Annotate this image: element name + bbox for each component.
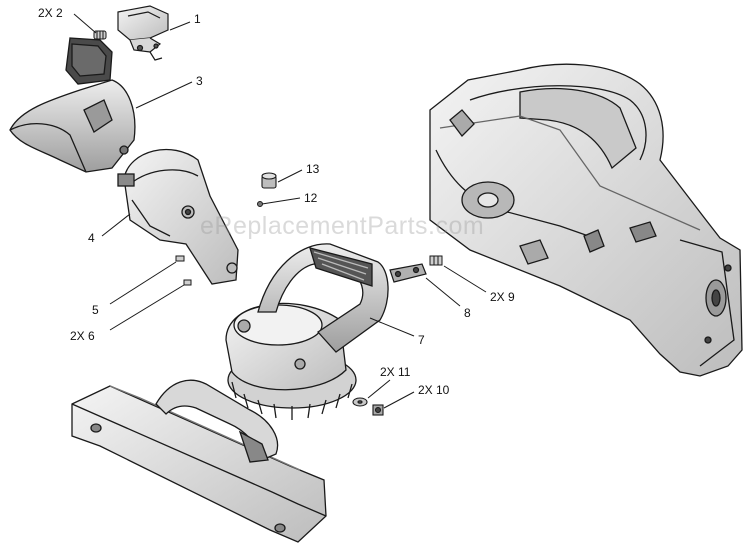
leader-10 (383, 391, 415, 409)
callout-11: 2X 11 (380, 365, 411, 379)
part-13-bushing (261, 172, 277, 189)
callout-13: 13 (306, 162, 320, 176)
callout-6: 2X 6 (70, 329, 95, 343)
leader-11 (367, 379, 391, 399)
part-2-spring (93, 30, 107, 40)
leader-13 (277, 169, 303, 183)
callout-10: 2X 10 (418, 383, 450, 397)
callout-12: 12 (304, 191, 318, 205)
part-1-chute-bracket (117, 5, 169, 61)
callout-8: 8 (464, 306, 471, 320)
callout-3: 3 (196, 74, 203, 88)
leader-4 (101, 213, 131, 237)
watermark-text: eReplacementParts.com (200, 212, 485, 240)
part-10-nut (372, 404, 384, 416)
part-11-washer (352, 397, 368, 407)
chute-mounting-bar (71, 379, 327, 543)
callout-5: 5 (92, 303, 99, 317)
callout-1: 1 (194, 12, 201, 26)
part-4-lower-chute (117, 148, 239, 285)
leader-9 (443, 265, 487, 293)
callout-7: 7 (418, 333, 425, 347)
leader-12 (261, 197, 301, 205)
part-9-spring (429, 255, 443, 266)
part-6-pin (183, 279, 192, 286)
leader-8 (425, 277, 461, 307)
leader-3 (135, 81, 193, 109)
part-7-chute-ring-handle (225, 243, 389, 420)
leader-2 (73, 13, 97, 34)
part-12-clip (257, 201, 263, 207)
callout-9: 2X 9 (490, 290, 515, 304)
leader-lines (73, 13, 487, 409)
callout-2: 2X 2 (38, 6, 63, 20)
leader-6 (109, 284, 185, 331)
leader-5 (109, 261, 177, 305)
part-8-link (389, 263, 427, 283)
callout-4: 4 (88, 231, 95, 245)
leader-7 (369, 317, 415, 337)
part-5-pin (175, 255, 185, 262)
auger-housing (429, 63, 743, 377)
part-3-upper-deflector (9, 37, 136, 173)
leader-1 (169, 21, 191, 31)
